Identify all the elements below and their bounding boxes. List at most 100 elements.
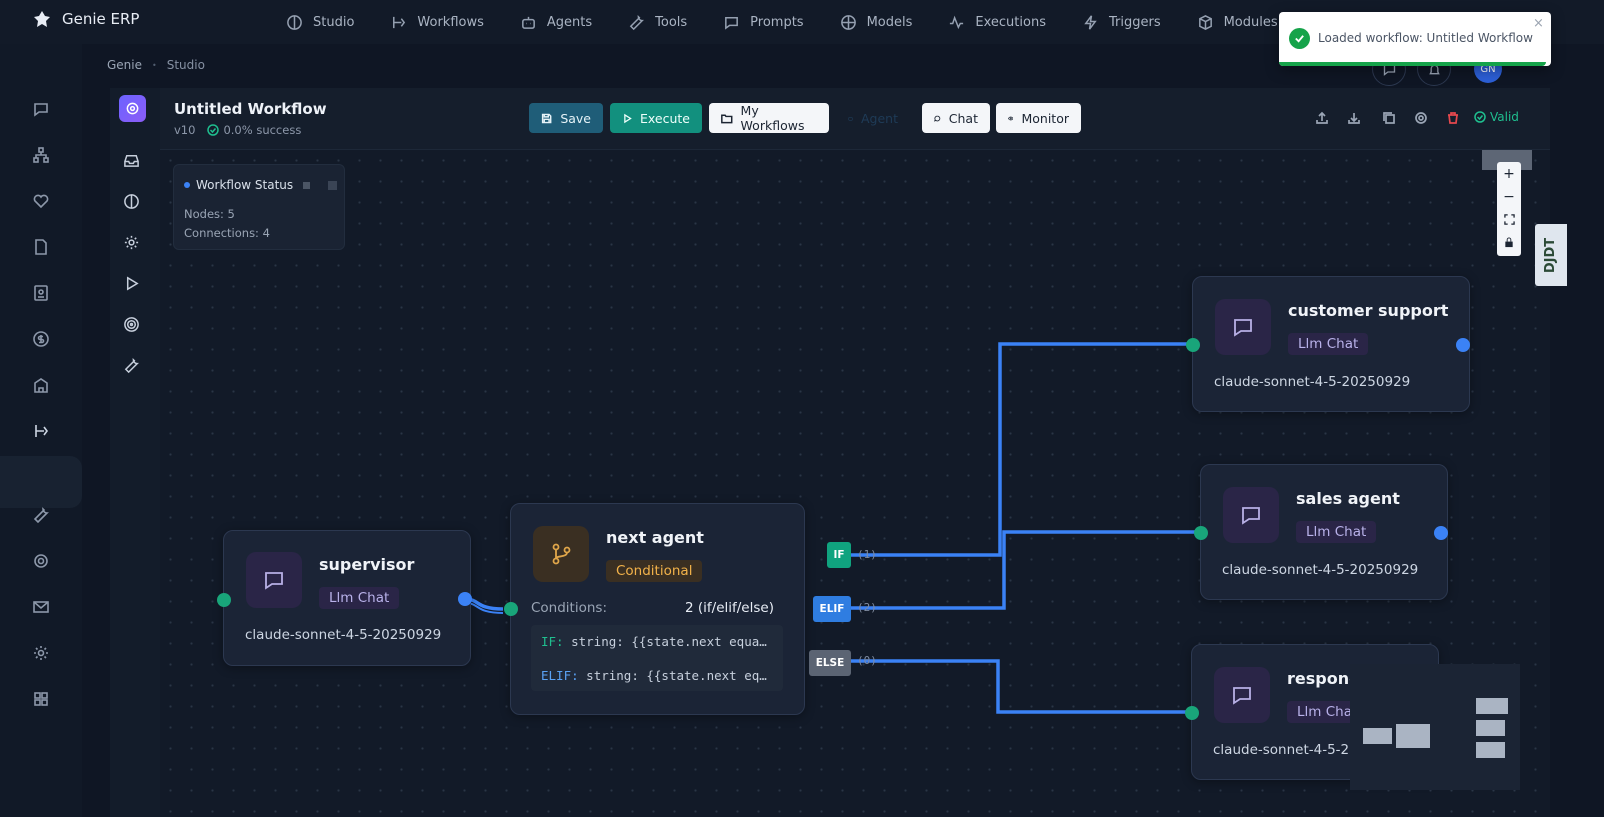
lock-icon[interactable] [1497,231,1521,254]
condition-elif[interactable]: ELIF: string: {{state.next eq… [541,668,767,683]
nav-modules[interactable]: Modules [1179,10,1296,34]
zoom-in-button[interactable]: + [1503,165,1515,182]
play-icon[interactable] [120,272,142,294]
nav-models[interactable]: Models [822,10,931,34]
branch-elif-tag[interactable]: ELIF [813,596,851,622]
brain-icon [287,14,302,30]
output-port[interactable] [1456,338,1470,352]
nav-label: Models [866,14,913,30]
brain-icon[interactable] [120,190,142,212]
fit-view-icon[interactable] [1497,208,1521,231]
breadcrumb: Genie • Studio [107,58,205,72]
node-type-badge: Llm Chat [1296,521,1377,543]
wrench-icon[interactable] [30,504,52,526]
inbox-icon[interactable] [120,149,142,171]
connection-edges [464,342,1200,714]
nav-label: Modules [1223,14,1278,30]
status-connections: Connections: 4 [184,226,270,240]
copy-icon[interactable] [1381,110,1397,126]
mail-icon[interactable] [30,596,52,618]
nav-tools[interactable]: Tools [610,10,705,34]
input-port[interactable] [504,602,518,616]
debug-toolbar-tab[interactable]: DJDT [1535,224,1567,286]
branch-else-tag[interactable]: ELSE [809,650,851,676]
condition-if[interactable]: IF: string: {{state.next equa… [541,634,767,649]
agent-button-label: Agent [861,110,898,126]
chat-icon [1214,667,1270,723]
minimap[interactable] [1350,664,1520,790]
activity-icon [950,15,964,29]
nav-workflows[interactable]: Workflows [372,10,501,34]
condition-elif-text: string: {{state.next eq… [586,668,767,683]
node-supervisor[interactable]: supervisor Llm Chat claude-sonnet-4-5-20… [217,530,472,666]
save-button[interactable]: Save [529,103,603,133]
target-icon[interactable] [120,313,142,335]
nav-label: Agents [546,14,593,30]
workflow-icon[interactable] [30,420,52,442]
settings-icon[interactable] [30,642,52,664]
node-title: respond [1287,669,1361,688]
settings-icon[interactable] [1413,110,1429,126]
grid-icon[interactable] [30,688,52,710]
node-model: claude-sonnet-4-5-2 [1213,742,1350,758]
document-icon[interactable] [30,236,52,258]
node-next-agent[interactable]: next agent Conditional Conditions: 2 (if… [504,503,805,715]
chat-icon [1223,487,1279,543]
node-model: claude-sonnet-4-5-20250929 [245,627,442,643]
trash-icon[interactable] [1445,110,1461,126]
brand[interactable]: Genie ERP [32,6,139,32]
nav-prompts[interactable]: Prompts [705,10,821,34]
nav-executions[interactable]: Executions [930,10,1064,34]
play-icon [624,113,632,123]
wrench-icon[interactable] [120,354,142,376]
model-icon [840,14,856,30]
input-port[interactable] [217,593,231,607]
grid-icon[interactable] [328,180,338,190]
breadcrumb-root[interactable]: Genie [107,58,143,72]
branch-if-tag[interactable]: IF [827,542,851,568]
nav-studio[interactable]: Studio [268,10,372,34]
minimap-node [1476,742,1505,758]
node-customer-support[interactable]: customer support Llm Chat claude-sonnet-… [1186,276,1470,412]
my-workflows-button[interactable]: My Workflows [709,103,829,133]
contact-card-icon[interactable] [30,282,52,304]
building-icon[interactable] [30,374,52,396]
top-nav: Studio Workflows Agents Tools Prompts Mo… [268,10,1296,34]
output-port[interactable] [458,592,472,606]
input-port[interactable] [1194,526,1208,540]
toast-close-button[interactable]: × [1533,16,1544,31]
agent-button[interactable]: Agent [836,103,910,133]
chat-button[interactable]: Chat [922,103,990,133]
workflow-canvas[interactable]: Workflow Status Nodes: 5 Connections: 4 … [160,150,1550,817]
zoom-out-button[interactable]: − [1503,188,1515,205]
toast-message: Loaded workflow: Untitled Workflow [1318,31,1533,45]
download-icon[interactable] [1346,110,1362,126]
breadcrumb-separator: • [152,60,157,70]
branch-else-count: (0) [857,654,877,667]
node-title: customer support [1288,301,1449,320]
nav-label: Workflows [417,14,484,30]
monitor-button[interactable]: Monitor [996,103,1081,133]
workflow-icon [393,16,406,28]
nav-agents[interactable]: Agents [502,10,610,34]
studio-logo-icon[interactable] [119,95,146,122]
gear-icon[interactable] [120,231,142,253]
workflow-title[interactable]: Untitled Workflow [174,100,327,118]
output-port[interactable] [1434,526,1448,540]
studio-sidebar [110,88,160,817]
nav-label: Tools [655,14,688,30]
input-port[interactable] [1186,338,1200,352]
status-dot [184,182,190,188]
input-port[interactable] [1185,706,1199,720]
heart-pulse-icon[interactable] [30,190,52,212]
upload-icon[interactable] [1314,110,1330,126]
org-chart-icon[interactable] [30,144,52,166]
save-icon [541,113,552,123]
monitor-button-label: Monitor [1021,110,1069,126]
dollar-icon[interactable] [30,328,52,350]
execute-button[interactable]: Execute [610,103,702,133]
chat-icon[interactable] [30,98,52,120]
nav-triggers[interactable]: Triggers [1064,10,1179,34]
node-sales-agent[interactable]: sales agent Llm Chat claude-sonnet-4-5-2… [1194,464,1448,600]
gear-icon[interactable] [30,550,52,572]
